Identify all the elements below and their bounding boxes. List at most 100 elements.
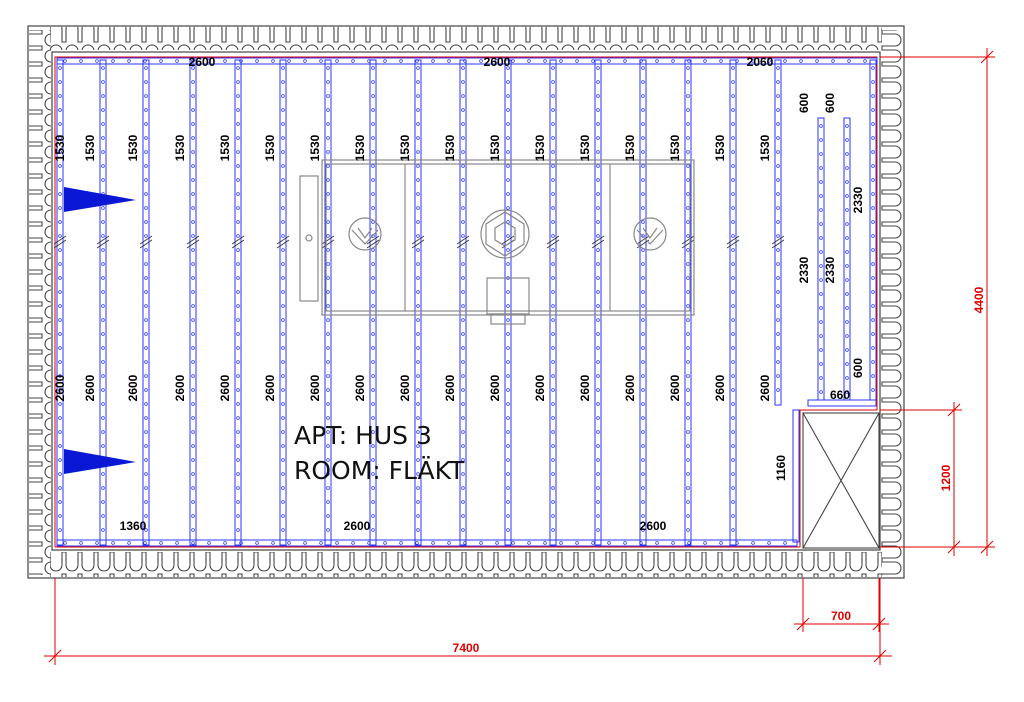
upper-span-label: 1530 — [668, 134, 682, 161]
lower-span-label: 2600 — [126, 374, 140, 401]
top-dimension-2: 2600 — [484, 55, 511, 69]
wall-left — [29, 30, 51, 575]
lower-span-label: 2600 — [713, 374, 727, 401]
lower-span-label: 2600 — [578, 374, 592, 401]
lower-span-label: 2600 — [533, 374, 547, 401]
lower-span-label: 2600 — [308, 374, 322, 401]
lower-span-label: 2600 — [53, 374, 67, 401]
joist — [869, 59, 877, 401]
bottom-dimension-2: 2600 — [344, 519, 371, 533]
room-name-label: ROOM: FLÄKT — [294, 456, 465, 485]
right-zone-dimension: 660 — [830, 388, 850, 402]
upper-span-label: 1530 — [83, 134, 97, 161]
upper-span-label: 1530 — [443, 134, 457, 161]
right-zone-dimension: 600 — [851, 358, 865, 378]
upper-span-label: 1530 — [218, 134, 232, 161]
joist — [726, 59, 740, 546]
joist — [96, 59, 110, 546]
joist — [771, 59, 785, 406]
wall-bottom — [50, 552, 882, 577]
red-perimeter — [54, 56, 878, 548]
alcove-width-dimension: 700 — [831, 609, 851, 623]
dimension-labels: 2600 2600 2060 1360 2600 2600 — [120, 55, 774, 533]
lower-span-label: 2600 — [758, 374, 772, 401]
joist — [546, 59, 560, 546]
fan-icon — [348, 217, 382, 251]
right-zone-dimension: 2330 — [823, 256, 837, 283]
joist — [807, 399, 877, 407]
alcove-shaft — [802, 412, 880, 549]
overall-width-dimension: 7400 — [453, 641, 480, 655]
lower-span-label: 2600 — [83, 374, 97, 401]
upper-span-label: 1530 — [308, 134, 322, 161]
joist — [843, 117, 851, 401]
lower-span-label: 2600 — [488, 374, 502, 401]
overall-dimension-labels: 7400 700 4400 1200 — [453, 286, 986, 655]
bottom-dimension-3: 2600 — [640, 519, 667, 533]
alcove-height-dimension: 1200 — [939, 464, 953, 491]
joist — [681, 59, 695, 546]
top-dimension-1: 2600 — [189, 55, 216, 69]
walls — [27, 25, 905, 579]
joist — [456, 59, 470, 546]
right-zone-dimension: 2330 — [797, 256, 811, 283]
right-zone-labels: 600 600 2330 2330 2330 600 660 1160 — [774, 93, 865, 481]
right-zone-dimension: 600 — [823, 93, 837, 113]
ventilation-unit — [299, 159, 695, 325]
joist — [501, 59, 515, 546]
red-dimension-lines — [44, 48, 995, 665]
upper-span-label: 1530 — [263, 134, 277, 161]
right-zone-dimension: 1160 — [774, 455, 788, 481]
wall-inner-outline — [51, 51, 881, 551]
upper-span-label: 1530 — [398, 134, 412, 161]
lower-span-label: 2600 — [173, 374, 187, 401]
direction-marker-arrow — [64, 187, 136, 212]
bottom-dimension-1: 1360 — [120, 519, 147, 533]
joist — [56, 57, 878, 65]
ventilation-unit-body — [321, 159, 695, 316]
direction-marker-arrow — [64, 449, 136, 474]
joist — [321, 59, 335, 546]
joist — [186, 59, 200, 546]
lower-span-label: 2600 — [353, 374, 367, 401]
upper-span-label: 1530 — [533, 134, 547, 161]
fan-icon — [633, 217, 667, 251]
wall-top — [50, 27, 882, 50]
duct-connection — [486, 277, 530, 315]
upper-span-label: 1530 — [623, 134, 637, 161]
lower-span-label: 2600 — [218, 374, 232, 401]
upper-span-label: 1530 — [488, 134, 502, 161]
upper-span-label: 1530 — [353, 134, 367, 161]
upper-span-label: 1530 — [173, 134, 187, 161]
wall-right — [880, 30, 902, 575]
joists — [53, 57, 878, 547]
lower-span-label: 2600 — [398, 374, 412, 401]
joist — [53, 59, 67, 546]
right-zone-dimension: 2330 — [851, 186, 865, 213]
upper-span-label: 1530 — [713, 134, 727, 161]
joist — [139, 59, 153, 546]
span-labels: 1530 2600 1530 2600 1530 2600 1530 2600 1530 2600… — [53, 134, 772, 401]
apartment-label: APT: HUS 3 — [294, 421, 432, 450]
joist — [636, 59, 650, 546]
top-dimension-3: 2060 — [747, 55, 774, 69]
lower-span-label: 2600 — [623, 374, 637, 401]
lower-span-label: 2600 — [443, 374, 457, 401]
upper-span-label: 1530 — [126, 134, 140, 161]
joist — [276, 59, 290, 546]
lower-span-label: 2600 — [668, 374, 682, 401]
upper-span-label: 1530 — [53, 134, 67, 161]
joist — [591, 59, 605, 546]
lower-span-label: 2600 — [263, 374, 277, 401]
right-zone-dimension: 600 — [797, 93, 811, 113]
joist — [366, 59, 380, 546]
wall-outer-outline — [27, 25, 905, 579]
heat-exchanger-icon — [480, 209, 530, 259]
control-panel — [299, 175, 319, 302]
upper-span-label: 1530 — [578, 134, 592, 161]
joist — [792, 409, 800, 543]
joist — [231, 59, 245, 546]
overall-height-dimension: 4400 — [972, 286, 986, 313]
joist — [56, 539, 798, 547]
